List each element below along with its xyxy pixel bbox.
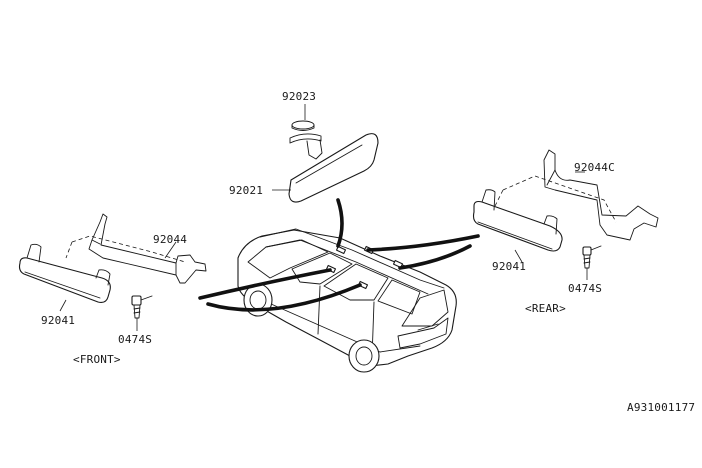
rear-location-arc-2 (398, 244, 472, 270)
rear-grip-part[interactable] (472, 189, 563, 252)
front-alignment-line (71, 235, 186, 263)
rear-alignment-line (502, 175, 617, 223)
front-screw-part[interactable] (131, 295, 153, 319)
leader-92041-rear (514, 249, 523, 263)
rearview-mirror-part[interactable] (288, 133, 379, 203)
label-92041-front: 92041 (41, 314, 75, 327)
label-92023: 92023 (282, 90, 316, 103)
label-rear-caption: <REAR> (525, 302, 566, 315)
rear-screw-part[interactable] (582, 245, 602, 269)
label-0474s-rear: 0474S (568, 282, 602, 295)
label-0474s-front: 0474S (118, 333, 152, 346)
vehicle-illustration (237, 228, 457, 373)
label-92021: 92021 (229, 184, 263, 197)
front-bracket-part[interactable] (88, 213, 207, 284)
label-92041-rear: 92041 (492, 260, 526, 273)
label-92044: 92044 (153, 233, 187, 246)
mirror-location-arc (336, 198, 344, 248)
front-grip-part[interactable] (18, 243, 111, 303)
diagram-id: A931001177 (627, 401, 695, 414)
label-front-caption: <FRONT> (73, 353, 121, 366)
label-92044c: 92044C (574, 161, 615, 174)
leader-92044 (164, 241, 177, 259)
front-location-arc-2 (206, 283, 362, 312)
leader-92041-front (59, 299, 67, 312)
rear-bracket-part[interactable] (543, 149, 659, 241)
mirror-mount-part[interactable] (289, 120, 323, 160)
front-location-arc (198, 268, 332, 300)
rear-location-arc (366, 234, 480, 252)
